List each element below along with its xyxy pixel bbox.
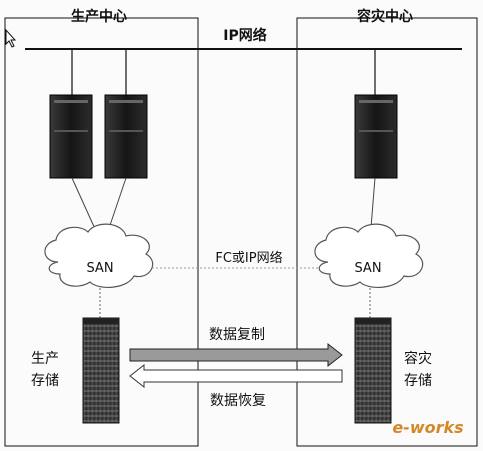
production-center-title: 生产中心	[71, 8, 127, 25]
cursor-icon	[5, 28, 17, 48]
restore-label: 数据恢复	[210, 392, 266, 409]
dr-storage-label-line2: 存储	[404, 373, 432, 389]
production-server-2	[104, 94, 148, 179]
dr-center-box	[296, 17, 478, 447]
dr-server	[354, 94, 398, 179]
ip-network-label: IP网络	[223, 27, 266, 44]
replicate-label: 数据复制	[209, 326, 265, 343]
production-center-box	[4, 17, 199, 447]
production-san-cloud	[44, 223, 154, 288]
e-works-watermark: e-works	[392, 418, 463, 437]
production-storage-label-line1: 生产	[31, 351, 59, 367]
dr-san-cloud	[314, 223, 424, 288]
production-san-label: SAN	[86, 261, 113, 276]
production-server-1	[49, 94, 93, 179]
fc-link-label: FC或IP网络	[215, 250, 282, 266]
dr-center-title: 容灾中心	[356, 8, 413, 25]
restore-arrow	[129, 363, 343, 389]
dr-storage-rack	[354, 317, 392, 424]
dr-storage-label-line1: 容灾	[404, 350, 432, 367]
dr-san-label: SAN	[354, 261, 381, 276]
production-storage-rack	[82, 317, 120, 424]
production-storage-label-line2: 存储	[31, 373, 59, 389]
replicate-arrow	[129, 342, 343, 368]
